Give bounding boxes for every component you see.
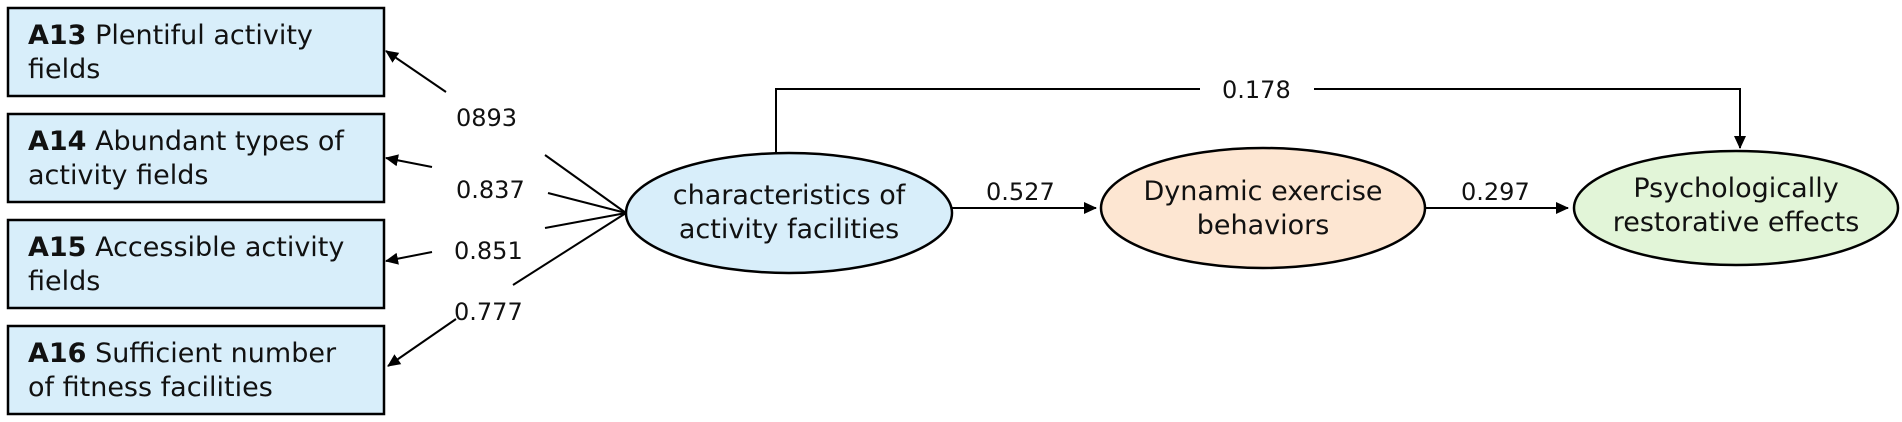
indicator-box-a15: A15 Accessible activity fields xyxy=(6,218,386,310)
indicator-label: Abundant types of xyxy=(95,126,345,157)
direct-path-arrow xyxy=(1314,88,1746,149)
indicator-box-a16: A16 Sufficient number of fitness facilit… xyxy=(6,324,386,416)
indicator-box-a13: A13 Plentiful activity fields xyxy=(6,6,386,98)
node-label: Psychologically xyxy=(1633,173,1838,204)
node-exercise: Dynamic exercise behaviors xyxy=(1099,146,1427,270)
indicator-code: A15 xyxy=(28,232,86,263)
loading-arrow-a14 xyxy=(385,154,433,168)
indicator-code: A16 xyxy=(28,338,86,369)
loading-label-a13: 0893 xyxy=(456,104,517,132)
svg-text:A13 Plentiful activity: A13 Plentiful activity xyxy=(28,20,313,51)
loading-arrow-a15 xyxy=(385,251,433,265)
node-label: restorative effects xyxy=(1613,207,1860,238)
node-label: Dynamic exercise xyxy=(1143,176,1382,207)
loading-arrow-a16 xyxy=(387,318,457,367)
node-label: activity facilities xyxy=(679,214,899,245)
direct-path-line xyxy=(775,88,1200,152)
loading-label-a14: 0.837 xyxy=(456,176,525,204)
loading-line-near xyxy=(512,212,627,286)
indicator-label: Sufficient number xyxy=(95,338,337,369)
indicator-code: A13 xyxy=(28,20,86,51)
indicator-code: A14 xyxy=(28,126,86,157)
loading-label-a16: 0.777 xyxy=(454,298,523,326)
path-label-facilities-restorative: 0.178 xyxy=(1222,76,1291,104)
node-restorative: Psychologically restorative effects xyxy=(1572,149,1900,267)
svg-text:A16 Sufficient number: A16 Sufficient number xyxy=(28,338,337,369)
loading-label-a15: 0.851 xyxy=(454,237,523,265)
svg-text:A14 Abundant types of: A14 Abundant types of xyxy=(28,126,345,157)
node-label: characteristics of xyxy=(673,180,907,211)
node-label: behaviors xyxy=(1197,210,1330,241)
indicator-box-a14: A14 Abundant types of activity fields xyxy=(6,112,386,204)
path-label-facilities-exercise: 0.527 xyxy=(986,178,1055,206)
loading-line-near xyxy=(547,192,627,214)
svg-text:A15 Accessible activity: A15 Accessible activity xyxy=(28,232,344,263)
indicator-label: fields xyxy=(28,266,100,297)
loading-line-near xyxy=(544,212,627,229)
node-facilities: characteristics of activity facilities xyxy=(624,151,954,275)
indicator-label: Plentiful activity xyxy=(95,20,313,51)
indicator-label: Accessible activity xyxy=(95,232,344,263)
path-label-exercise-restorative: 0.297 xyxy=(1461,178,1530,206)
indicator-label: of fitness facilities xyxy=(28,372,273,403)
loading-line-near xyxy=(544,154,627,214)
loading-arrow-a13 xyxy=(385,50,447,93)
indicator-label: fields xyxy=(28,54,100,85)
indicator-label: activity fields xyxy=(28,160,208,191)
